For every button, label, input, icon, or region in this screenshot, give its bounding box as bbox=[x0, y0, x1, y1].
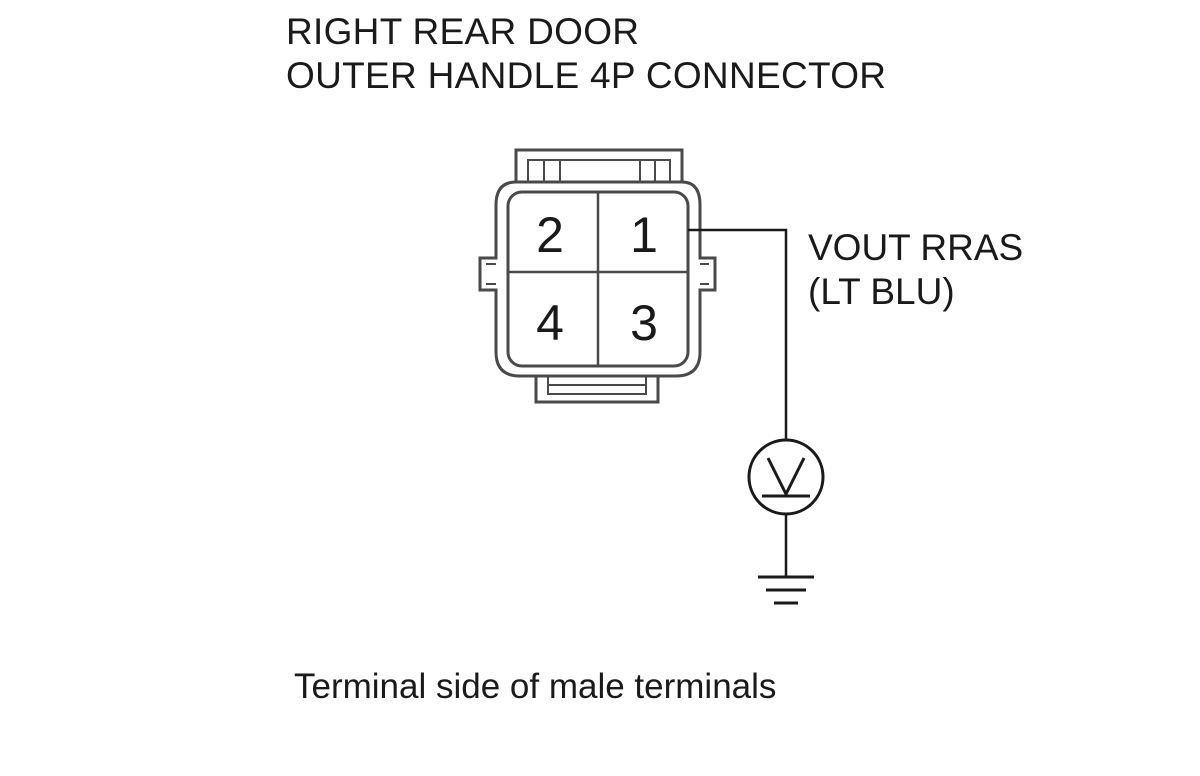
voltmeter-icon bbox=[747, 438, 825, 516]
pin-4-label: 4 bbox=[536, 295, 564, 351]
diagram-title-line-1: RIGHT REAR DOOR bbox=[286, 11, 640, 52]
ground-icon bbox=[758, 575, 814, 605]
pin-2-label: 2 bbox=[536, 207, 564, 263]
diagram-caption: Terminal side of male terminals bbox=[294, 667, 777, 706]
pin-1-label: 1 bbox=[630, 207, 658, 263]
wire-color-label: (LT BLU) bbox=[808, 271, 955, 312]
wire-signal-label: VOUT RRAS bbox=[808, 227, 1024, 268]
connector-housing bbox=[478, 180, 717, 378]
connector-bottom-latch bbox=[534, 376, 660, 404]
connector-top-latch bbox=[514, 148, 684, 182]
diagram-title-line-2: OUTER HANDLE 4P CONNECTOR bbox=[286, 55, 887, 96]
connector-4p bbox=[478, 148, 717, 404]
probe-wire bbox=[688, 228, 788, 440]
pin-3-label: 3 bbox=[630, 295, 658, 351]
